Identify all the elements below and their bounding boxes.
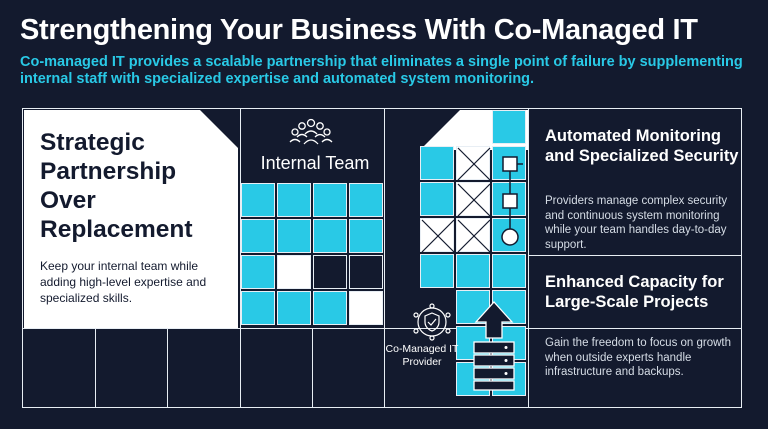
strategic-heading: Strategic Partnership Over Replacement — [40, 129, 193, 243]
grid-cell — [349, 183, 383, 217]
divider — [384, 108, 385, 408]
grid-cell — [241, 291, 275, 325]
strategic-body: Keep your internal team while adding hig… — [40, 259, 207, 305]
grid-cell — [492, 254, 526, 288]
divider — [95, 328, 96, 408]
x-marks — [421, 147, 491, 253]
capacity-body: Gain the freedom to focus on growth when… — [545, 337, 732, 378]
monitoring-flow-icon — [501, 156, 523, 246]
grid-cell — [349, 219, 383, 253]
shield-network-icon — [413, 303, 451, 341]
page-subtitle: Co-managed IT provides a scalable partne… — [20, 54, 743, 87]
divider — [167, 328, 168, 408]
server-icon — [473, 301, 515, 391]
pixel-shape-notch — [420, 110, 460, 150]
divider — [528, 108, 529, 408]
grid-cell — [349, 255, 383, 289]
infographic-panel — [22, 108, 742, 408]
grid-cell — [420, 146, 454, 180]
grid-cell — [313, 219, 347, 253]
card-corner-cut — [200, 110, 240, 150]
grid-cell — [277, 255, 311, 289]
grid-cell — [313, 183, 347, 217]
grid-cell — [277, 291, 311, 325]
grid-cell — [456, 254, 490, 288]
internal-team-label: Internal Team — [260, 153, 370, 173]
grid-cell — [277, 183, 311, 217]
divider — [240, 108, 241, 408]
grid-cell — [241, 183, 275, 217]
team-icon — [288, 117, 334, 151]
grid-cell — [492, 110, 526, 144]
grid-cell — [277, 219, 311, 253]
grid-cell — [313, 255, 347, 289]
grid-cell — [349, 291, 383, 325]
divider — [312, 328, 313, 408]
grid-cell — [241, 219, 275, 253]
grid-cell — [313, 291, 347, 325]
capacity-heading: Enhanced Capacity for Large-Scale Projec… — [545, 273, 724, 311]
grid-cell — [420, 182, 454, 216]
divider — [22, 328, 742, 329]
provider-label: Co-Managed IT Provider — [385, 343, 459, 368]
grid-cell — [420, 254, 454, 288]
divider — [528, 255, 742, 256]
grid-cell — [492, 182, 526, 216]
grid-cell — [241, 255, 275, 289]
monitoring-body: Providers manage complex security and co… — [545, 195, 728, 251]
page-title: Strengthening Your Business With Co-Mana… — [20, 14, 698, 46]
monitoring-heading: Automated Monitoring and Specialized Sec… — [545, 127, 739, 165]
